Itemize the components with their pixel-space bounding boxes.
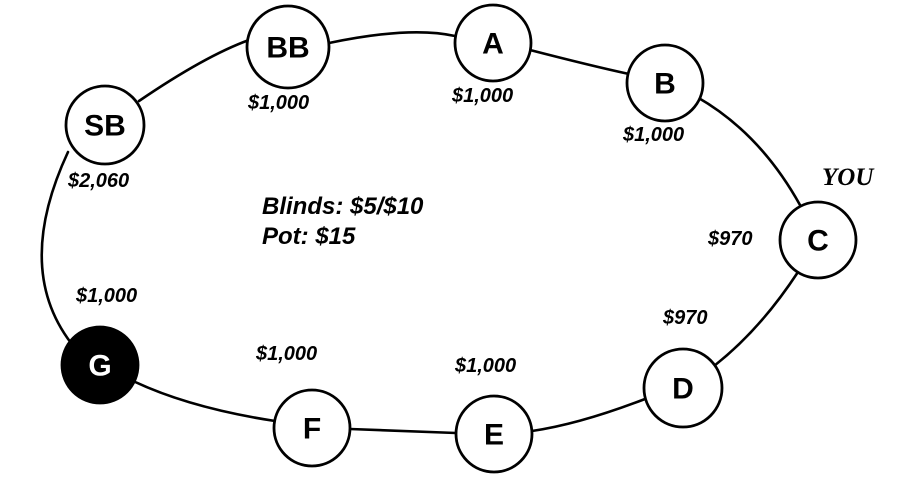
stack-amount-g: $1,000 bbox=[76, 285, 138, 307]
stack-amount-b: $1,000 bbox=[623, 124, 685, 146]
seat-letter-b: B bbox=[654, 68, 676, 101]
seat-node-e[interactable]: E bbox=[454, 394, 534, 474]
seat-circle-sb[interactable] bbox=[64, 84, 146, 166]
stack-amount-d: $970 bbox=[663, 307, 708, 329]
seat-circle-e[interactable] bbox=[454, 394, 534, 474]
game-info-block: Blinds: $5/$10 Pot: $15 bbox=[262, 192, 423, 252]
seat-nodes-group: BB A B C D E F G SB bbox=[60, 3, 858, 474]
seat-node-sb[interactable]: SB bbox=[64, 84, 146, 166]
seat-letter-c: C bbox=[807, 225, 829, 258]
ring-segment-sb-bb bbox=[137, 38, 251, 103]
stack-amount-c: $970 bbox=[708, 228, 753, 250]
seat-letter-f: F bbox=[303, 413, 321, 446]
ring-segment-a-b bbox=[528, 48, 631, 76]
ring-segment-b-c bbox=[695, 95, 802, 207]
seat-node-f[interactable]: F bbox=[272, 388, 352, 468]
seat-node-bb[interactable]: BB bbox=[245, 4, 331, 90]
seat-node-d[interactable]: D bbox=[642, 347, 724, 429]
ring-segment-bb-a bbox=[327, 31, 457, 45]
seat-node-b[interactable]: B bbox=[625, 43, 705, 123]
seat-circle-c[interactable] bbox=[778, 200, 858, 280]
ring-segment-c-d bbox=[712, 270, 800, 368]
seat-letter-g: G bbox=[88, 350, 111, 383]
blinds-text: Blinds: $5/$10 bbox=[262, 193, 424, 220]
seat-letter-e: E bbox=[484, 419, 504, 452]
ring-segment-f-g bbox=[131, 379, 277, 423]
seat-circle-a[interactable] bbox=[453, 3, 533, 83]
ring-segment-g-sb bbox=[40, 150, 73, 345]
stack-amount-f: $1,000 bbox=[256, 343, 318, 365]
seat-circle-f[interactable] bbox=[272, 388, 352, 468]
table-ring-path bbox=[40, 31, 802, 435]
seat-circle-bb[interactable] bbox=[245, 4, 331, 90]
you-label: YOU bbox=[822, 164, 874, 191]
seat-circle-d[interactable] bbox=[642, 347, 724, 429]
seat-circle-b[interactable] bbox=[625, 43, 705, 123]
seat-letter-sb: SB bbox=[84, 110, 126, 143]
seat-letter-bb: BB bbox=[266, 32, 309, 65]
seat-circle-g[interactable] bbox=[60, 325, 140, 405]
stack-amount-bb: $1,000 bbox=[248, 92, 310, 114]
stack-amount-a: $1,000 bbox=[452, 85, 514, 107]
stack-amount-e: $1,000 bbox=[455, 355, 517, 377]
stack-amount-sb: $2,060 bbox=[68, 170, 130, 192]
seat-letter-a: A bbox=[482, 28, 504, 61]
seat-letter-d: D bbox=[672, 373, 694, 406]
ring-segment-d-e bbox=[530, 397, 647, 433]
pot-text: Pot: $15 bbox=[262, 223, 356, 250]
ring-segment-e-f bbox=[348, 427, 458, 435]
seat-node-a[interactable]: A bbox=[453, 3, 533, 83]
seat-node-c[interactable]: C bbox=[778, 200, 858, 280]
seat-node-g[interactable]: G bbox=[60, 325, 140, 405]
